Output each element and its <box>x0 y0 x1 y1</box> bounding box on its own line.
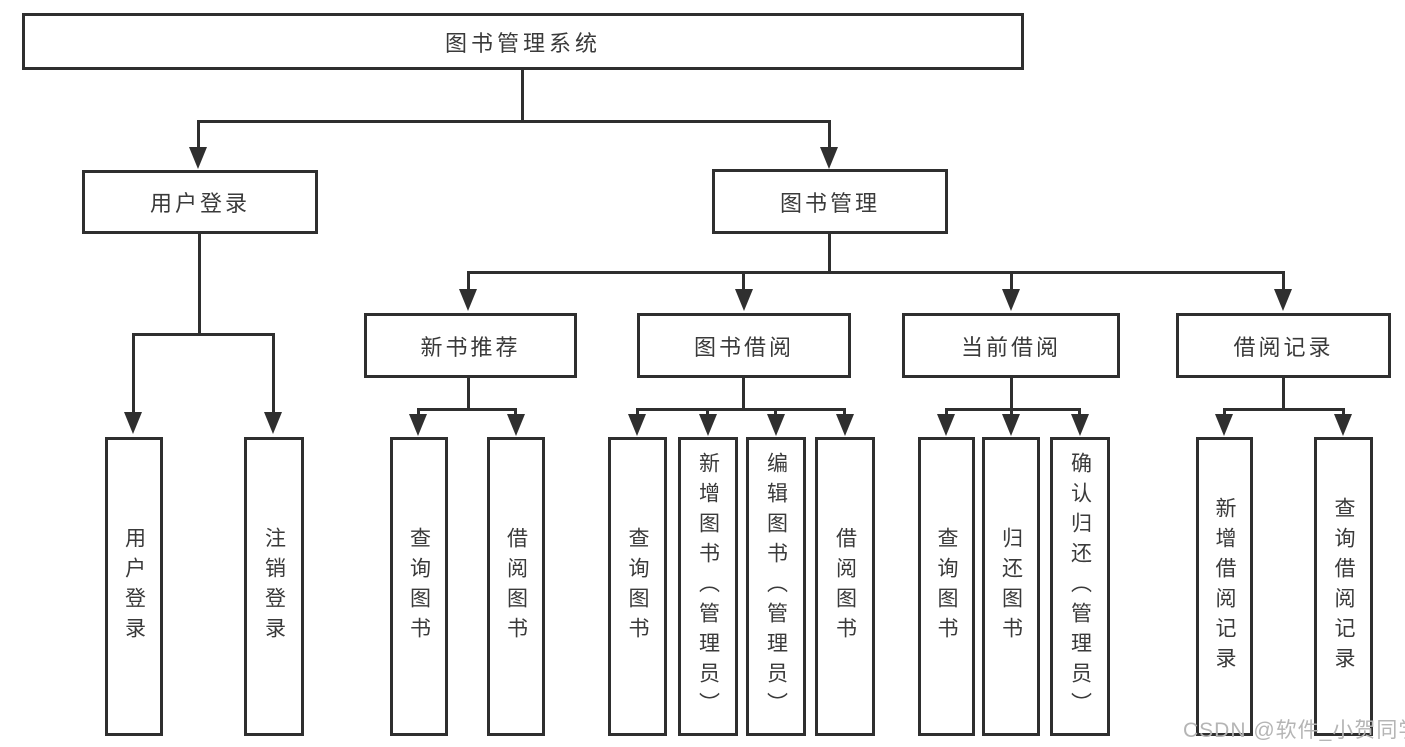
connector-vline <box>1010 271 1013 291</box>
node-label: 新增图书（管理员） <box>696 451 720 722</box>
node-label: 借阅图书 <box>833 526 857 647</box>
node-borrow-records: 借阅记录 <box>1176 313 1391 378</box>
node-user-login: 用户登录 <box>82 170 318 234</box>
arrow-down-icon <box>124 412 142 434</box>
leaf-confirm-return-admin: 确认归还（管理员） <box>1050 437 1110 736</box>
leaf-logout: 注销登录 <box>244 437 304 736</box>
node-label: 查询借阅记录 <box>1332 496 1356 677</box>
connector-vline <box>272 333 275 415</box>
arrow-down-icon <box>507 414 525 436</box>
node-label: 当前借阅 <box>960 334 1061 360</box>
arrow-down-icon <box>264 412 282 434</box>
connector-vline <box>742 271 745 291</box>
node-new-book-recommend: 新书推荐 <box>364 313 577 378</box>
node-label: 归还图书 <box>999 526 1023 647</box>
connector-vline <box>467 271 470 291</box>
leaf-query-borrow-record: 查询借阅记录 <box>1314 437 1373 736</box>
connector-vline <box>742 377 745 411</box>
node-label: 确认归还（管理员） <box>1068 451 1092 722</box>
connector-hline <box>467 271 1285 274</box>
arrow-down-icon <box>1002 414 1020 436</box>
connector-vline <box>828 233 831 274</box>
connector-vline <box>1010 408 1013 417</box>
connector-vline <box>828 120 831 150</box>
node-label: 用户登录 <box>122 526 146 647</box>
connector-vline <box>1010 377 1013 411</box>
leaf-edit-book-admin: 编辑图书（管理员） <box>746 437 806 736</box>
connector-vline <box>636 408 639 417</box>
arrow-down-icon <box>699 414 717 436</box>
leaf-borrow-book-2: 借阅图书 <box>815 437 875 736</box>
node-label: 注销登录 <box>262 526 286 647</box>
node-library-management-system: 图书管理系统 <box>22 13 1024 70</box>
node-label: 查询图书 <box>407 526 431 647</box>
leaf-borrow-book-1: 借阅图书 <box>487 437 545 736</box>
connector-vline <box>706 408 709 417</box>
watermark: CSDN @软件_小贺同学 <box>1183 719 1405 742</box>
arrow-down-icon <box>1002 289 1020 311</box>
connector-vline <box>1282 377 1285 411</box>
arrow-down-icon <box>1274 289 1292 311</box>
connector-vline <box>1282 271 1285 291</box>
connector-vline <box>1342 408 1345 417</box>
arrow-down-icon <box>836 414 854 436</box>
connector-hline <box>132 333 275 336</box>
node-label: 查询图书 <box>935 526 959 647</box>
connector-vline <box>1078 408 1081 417</box>
node-current-borrow: 当前借阅 <box>902 313 1120 378</box>
connector-vline <box>521 69 524 122</box>
node-label: 图书管理 <box>779 190 880 216</box>
connector-vline <box>132 333 135 415</box>
arrow-down-icon <box>767 414 785 436</box>
leaf-query-book-2: 查询图书 <box>608 437 667 736</box>
arrow-down-icon <box>1215 414 1233 436</box>
node-label: 图书借阅 <box>693 334 794 360</box>
connector-hline <box>197 120 831 123</box>
arrow-down-icon <box>735 289 753 311</box>
arrow-down-icon <box>1071 414 1089 436</box>
leaf-add-borrow-record: 新增借阅记录 <box>1196 437 1253 736</box>
node-label: 查询图书 <box>626 526 650 647</box>
node-label: 借阅图书 <box>504 526 528 647</box>
connector-hline <box>945 408 1081 411</box>
connector-vline <box>774 408 777 417</box>
node-label: 编辑图书（管理员） <box>764 451 788 722</box>
leaf-query-book-1: 查询图书 <box>390 437 448 736</box>
arrow-down-icon <box>189 147 207 169</box>
node-book-borrow: 图书借阅 <box>637 313 851 378</box>
arrow-down-icon <box>459 289 477 311</box>
connector-vline <box>417 408 420 417</box>
node-label: 借阅记录 <box>1233 334 1334 360</box>
connector-vline <box>843 408 846 417</box>
connector-vline <box>1223 408 1226 417</box>
connector-vline <box>945 408 948 417</box>
arrow-down-icon <box>409 414 427 436</box>
leaf-return-book: 归还图书 <box>982 437 1040 736</box>
leaf-user-login: 用户登录 <box>105 437 163 736</box>
arrow-down-icon <box>820 147 838 169</box>
arrow-down-icon <box>937 414 955 436</box>
connector-vline <box>197 120 200 150</box>
connector-hline <box>1223 408 1345 411</box>
node-label: 新书推荐 <box>420 334 521 360</box>
leaf-add-book-admin: 新增图书（管理员） <box>678 437 738 736</box>
arrow-down-icon <box>1334 414 1352 436</box>
arrow-down-icon <box>628 414 646 436</box>
connector-vline <box>467 377 470 411</box>
node-label: 图书管理系统 <box>444 30 601 56</box>
connector-vline <box>198 233 201 336</box>
connector-hline <box>417 408 517 411</box>
node-label: 新增借阅记录 <box>1213 496 1237 677</box>
connector-hline <box>636 408 846 411</box>
connector-vline <box>514 408 517 417</box>
leaf-query-book-3: 查询图书 <box>918 437 975 736</box>
node-label: 用户登录 <box>149 191 250 216</box>
node-book-management: 图书管理 <box>712 169 948 234</box>
